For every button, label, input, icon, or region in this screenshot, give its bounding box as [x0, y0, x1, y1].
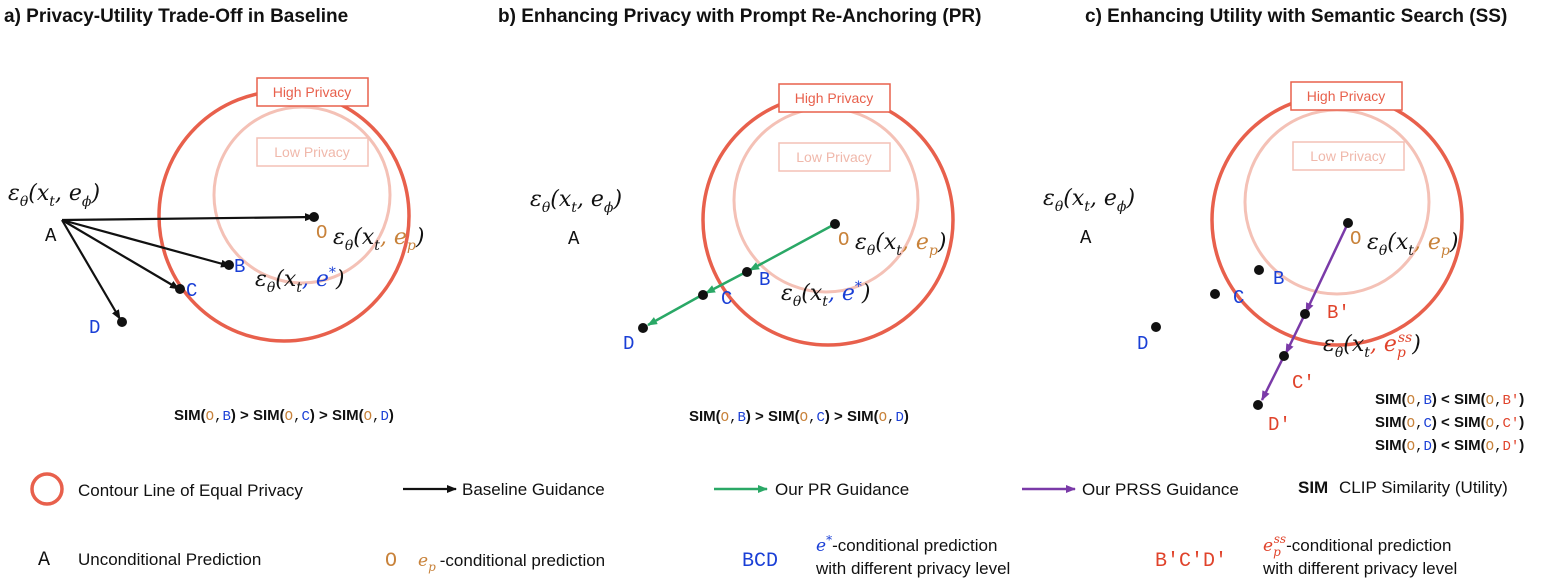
point-o-label-b: O	[838, 229, 849, 251]
dot-d-b	[638, 323, 648, 333]
dot-d-a	[117, 317, 127, 327]
high-privacy-box-b	[778, 83, 891, 113]
dot-o-c	[1343, 218, 1353, 228]
sim-relation-a: SIM(O,B) > SIM(O,C) > SIM(O,D)	[174, 407, 394, 425]
prss-arrow-b2-to-c2	[1284, 315, 1306, 354]
legend-ess-label-line2: with different privacy level	[1262, 559, 1457, 578]
legend-contour-label: Contour Line of Equal Privacy	[78, 481, 303, 500]
point-d-label-a: D	[89, 317, 100, 339]
eps-ep-label-c: εθ(xt, ep)	[1367, 230, 1458, 259]
dot-c-a	[175, 284, 185, 294]
low-privacy-box-a	[256, 137, 369, 167]
legend-ep-symbol: O	[385, 550, 397, 573]
panel-b-title: b) Enhancing Privacy with Prompt Re-Anch…	[498, 6, 981, 27]
point-a-label-a: A	[45, 225, 57, 247]
legend-estar-label-line2: with different privacy level	[815, 559, 1010, 578]
high-privacy-box-c	[1290, 81, 1403, 111]
eps-ep-label-b: εθ(xt, ep)	[855, 230, 946, 259]
dot-o-a	[309, 212, 319, 222]
point-o-label-c: O	[1350, 228, 1361, 250]
sim-relation-c-3: SIM(O,D) < SIM(O,D′)	[1375, 437, 1524, 455]
low-privacy-label-b: Low Privacy	[796, 149, 871, 165]
point-b2-label-c: B′	[1327, 302, 1350, 324]
dot-o-b	[830, 219, 840, 229]
eps-phi-label-c: εθ(xt, eϕ)	[1043, 186, 1135, 215]
point-c2-label-c: C′	[1292, 372, 1315, 394]
legend-uncond-symbol: A	[38, 549, 50, 572]
legend-ess-label-line1: epss-conditional prediction	[1263, 532, 1451, 559]
baseline-arrow-to-c	[61, 219, 180, 290]
eps-ess-label-c: εθ(xt, epss)	[1323, 330, 1421, 361]
legend-sim-key: SIM	[1298, 478, 1328, 497]
baseline-arrow-to-b	[61, 218, 231, 268]
legend: Contour Line of Equal Privacy Baseline G…	[30, 472, 1508, 578]
eps-ep-label-a: εθ(xt, ep)	[333, 225, 424, 254]
sim-relation-c-2: SIM(O,C) < SIM(O,C′)	[1375, 414, 1524, 432]
legend-bcd-symbol: BCD	[742, 550, 778, 573]
point-d-label-b: D	[623, 333, 634, 355]
dot-c-b	[698, 290, 708, 300]
dot-b-a	[224, 260, 234, 270]
legend-sim-desc: CLIP Similarity (Utility)	[1339, 478, 1508, 497]
eps-phi-label-a: εθ(xt, eϕ)	[8, 181, 100, 210]
eps-phi-label-b: εθ(xt, eϕ)	[530, 187, 622, 216]
contour-low-a	[212, 105, 392, 285]
eps-estar-label-b: εθ(xt, e*)	[781, 279, 871, 310]
legend-baseline-label: Baseline Guidance	[462, 480, 605, 499]
dot-c-c	[1210, 289, 1220, 299]
sim-relation-c-1: SIM(O,B) < SIM(O,B′)	[1375, 391, 1524, 409]
legend-uncond-label: Unconditional Prediction	[78, 550, 261, 569]
panel-b: b) Enhancing Privacy with Prompt Re-Anch…	[498, 6, 981, 426]
baseline-arrow-to-o	[61, 213, 315, 222]
legend-estar-label-line1: e*-conditional prediction	[816, 533, 997, 556]
point-o-label-a: O	[316, 222, 327, 244]
legend-bcd2-symbol: B′C′D′	[1155, 550, 1227, 573]
point-d-label-c: D	[1137, 333, 1148, 355]
legend-contour-icon	[30, 472, 64, 506]
high-privacy-label-c: High Privacy	[1307, 88, 1386, 104]
high-privacy-label-b: High Privacy	[795, 90, 874, 106]
dot-c2-c	[1279, 351, 1289, 361]
low-privacy-label-c: Low Privacy	[1310, 148, 1385, 164]
low-privacy-box-b	[778, 142, 891, 172]
point-c-label-b: C	[721, 288, 732, 310]
pr-arrow-o-to-b	[749, 222, 836, 272]
dot-b-c	[1254, 265, 1264, 275]
prss-arrow-c2-to-d2	[1260, 357, 1285, 401]
pr-arrow-c-to-d	[647, 293, 703, 327]
dot-b-b	[742, 267, 752, 277]
point-c-label-c: C	[1233, 287, 1244, 309]
contour-high-a	[157, 89, 411, 343]
eps-estar-label-a: εθ(xt, e*)	[255, 265, 345, 296]
panel-a-title: a) Privacy-Utility Trade-Off in Baseline	[4, 6, 348, 27]
point-a-label-b: A	[568, 228, 580, 250]
baseline-arrow-to-d	[61, 219, 121, 320]
panel-a: a) Privacy-Utility Trade-Off in Baseline…	[4, 6, 424, 425]
point-b-label-c: B	[1273, 268, 1284, 290]
high-privacy-box-a	[256, 77, 369, 107]
contour-low-c	[1243, 108, 1431, 296]
legend-ep-label: ep-conditional prediction	[418, 551, 605, 574]
point-b-label-b: B	[759, 269, 770, 291]
point-d2-label-c: D′	[1268, 414, 1291, 436]
dot-d-c	[1151, 322, 1161, 332]
prss-arrow-o-to-b2	[1304, 222, 1350, 313]
sim-relation-b: SIM(O,B) > SIM(O,C) > SIM(O,D)	[689, 408, 909, 426]
point-b-label-a: B	[234, 256, 245, 278]
legend-pr-label: Our PR Guidance	[775, 480, 909, 499]
dot-b2-c	[1300, 309, 1310, 319]
pr-arrow-b-to-c	[705, 270, 747, 295]
low-privacy-box-c	[1292, 141, 1405, 171]
panel-c: c) Enhancing Utility with Semantic Searc…	[1043, 6, 1524, 455]
low-privacy-label-a: Low Privacy	[274, 144, 349, 160]
point-a-label-c: A	[1080, 227, 1092, 249]
dot-d2-c	[1253, 400, 1263, 410]
point-c-label-a: C	[186, 280, 197, 302]
legend-prss-label: Our PRSS Guidance	[1082, 480, 1239, 499]
high-privacy-label-a: High Privacy	[273, 84, 352, 100]
panel-c-title: c) Enhancing Utility with Semantic Searc…	[1085, 6, 1507, 27]
